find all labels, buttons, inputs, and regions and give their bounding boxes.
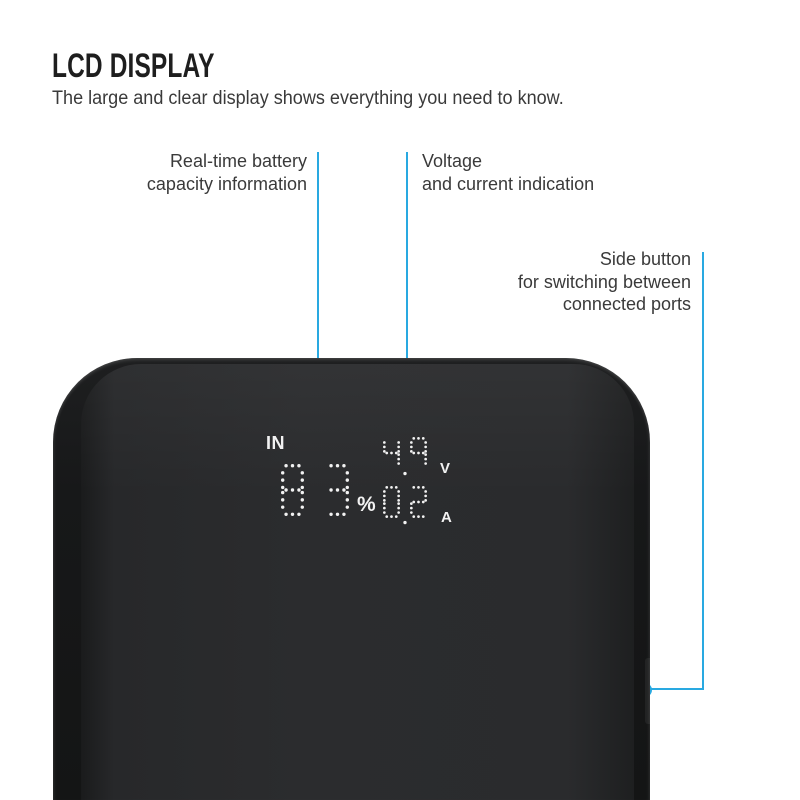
lcd-current-unit: A: [441, 509, 452, 526]
page-title: LCD DISPLAY: [52, 47, 215, 85]
power-bank-device: IN % V A: [53, 358, 650, 800]
lcd-voltage-digits: [383, 437, 427, 476]
lcd-percent-sign: %: [357, 493, 376, 516]
lcd-battery-percent-digits: [281, 464, 349, 516]
lcd-voltage-unit: V: [440, 460, 451, 477]
page-subtitle: The large and clear display shows everyt…: [52, 88, 564, 109]
callout-line-battery: [317, 152, 319, 458]
callout-line-side-button-horizontal: [645, 688, 704, 690]
side-button: [645, 658, 650, 724]
lcd-mode-label: IN: [266, 433, 285, 453]
device-front-face: [81, 364, 634, 800]
lcd-current-digits: [383, 486, 427, 525]
lcd-display: IN % V A: [53, 358, 650, 800]
callout-line-side-button-vertical: [702, 252, 704, 690]
callout-line-voltage: [406, 152, 408, 429]
